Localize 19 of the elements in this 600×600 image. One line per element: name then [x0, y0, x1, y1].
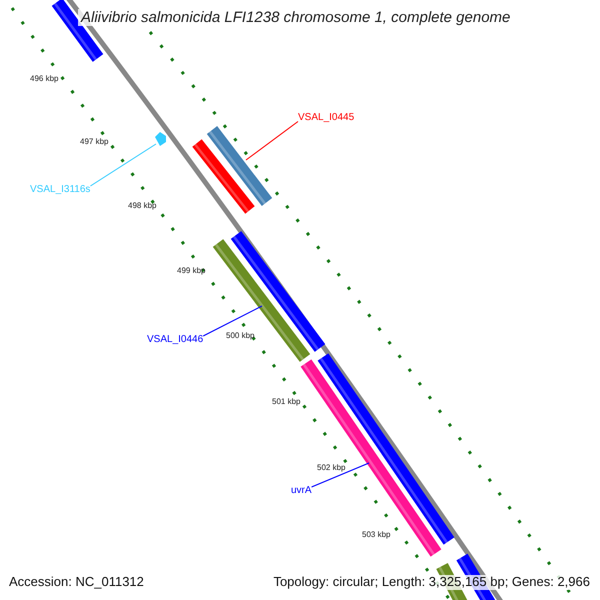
- scale-label: 496 kbp: [30, 74, 58, 84]
- leader-line: [311, 462, 370, 488]
- leader-line: [246, 121, 298, 160]
- scale-label: 499 kbp: [177, 266, 206, 276]
- scale-label: 497 kbp: [80, 137, 108, 146]
- gene-marker: [155, 132, 166, 146]
- leader-line: [90, 144, 156, 186]
- accession-text: Accession: NC_011312: [9, 575, 144, 590]
- scale-label: 500 kbp: [226, 331, 254, 340]
- leader-line: [202, 306, 262, 336]
- gene-label: VSAL_I0445: [298, 112, 354, 124]
- scale-label: 498 kbp: [128, 201, 156, 210]
- gene-bar: [212, 239, 310, 362]
- gene-label: uvrA: [291, 485, 312, 496]
- gene-bar: [206, 126, 272, 206]
- scale-label: 503 kbp: [362, 530, 390, 540]
- scale-label: 502 kbp: [317, 463, 346, 472]
- gene-label: VSAL_I0446: [147, 334, 204, 346]
- gene-label: VSAL_I3116s: [30, 184, 90, 196]
